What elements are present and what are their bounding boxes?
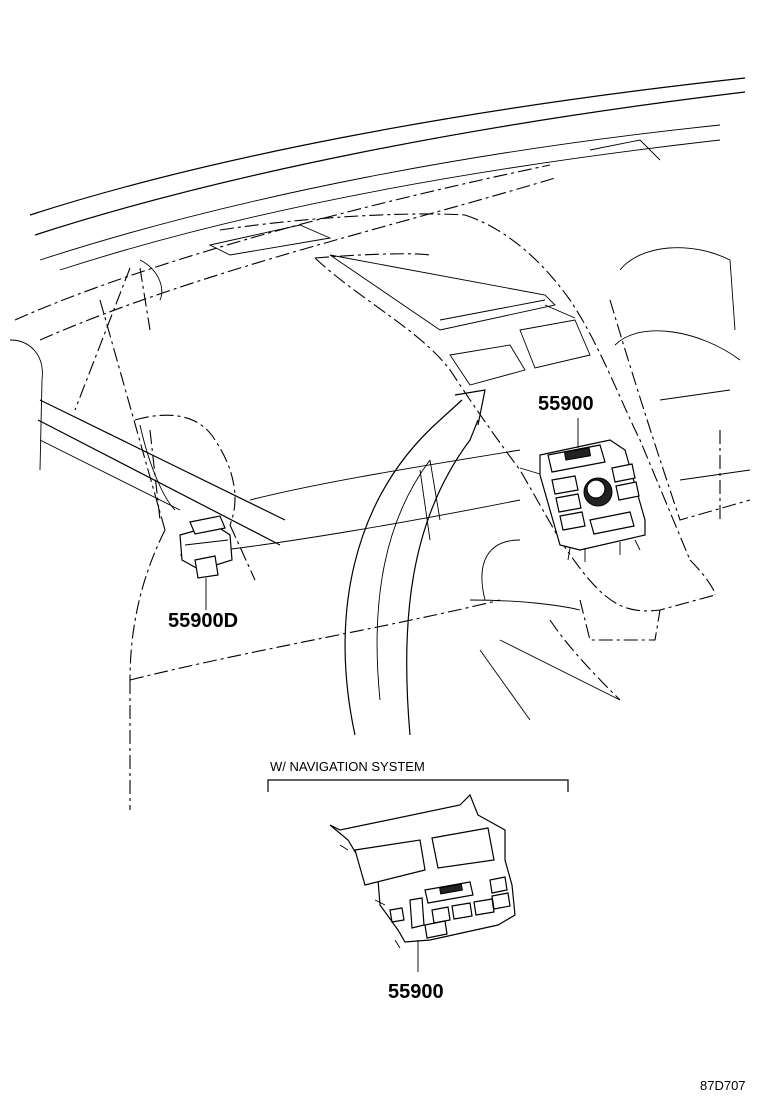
part-label-side: 55900D [168,610,239,632]
nav-panel-55900 [329,793,516,972]
part-label-main: 55900 [538,393,594,415]
switch-55900d [179,515,233,610]
left-pillar [9,259,286,546]
location-arrow [344,389,486,736]
dashboard-outline [129,213,716,810]
nav-variant-bracket [267,779,569,792]
control-panel-55900 [519,418,646,562]
diagram-code: 87D707 [700,1078,746,1093]
part-label-nav: 55900 [388,981,444,1003]
right-console-outline [469,247,751,721]
nav-variant-label: W/ NAVIGATION SYSTEM [270,759,425,774]
windshield-outline [14,77,746,341]
